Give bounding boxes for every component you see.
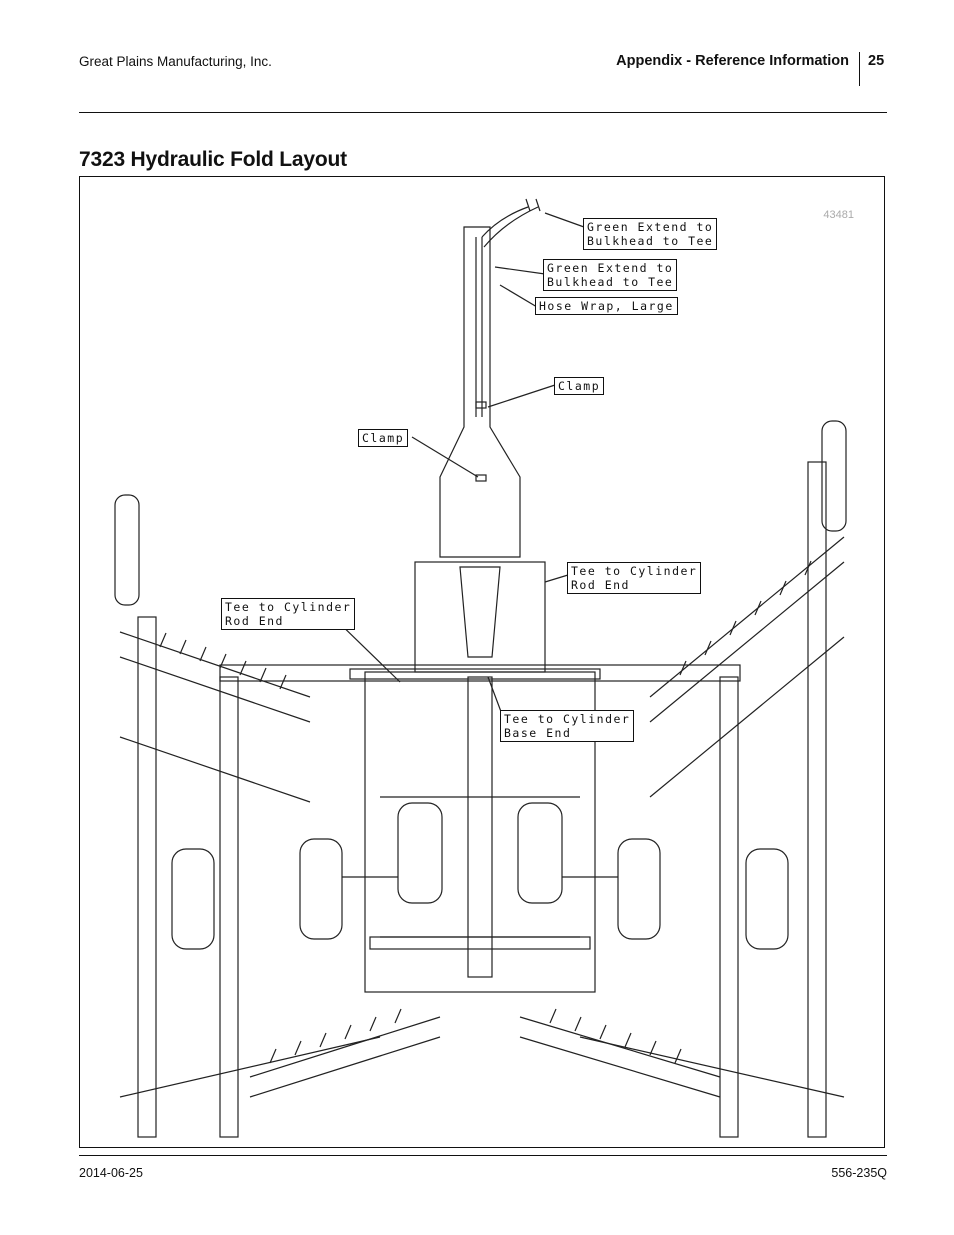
header-rule <box>79 112 887 113</box>
footer-date: 2014-06-25 <box>79 1166 143 1180</box>
callout-tee-rod-end-left: Tee to Cylinder Rod End <box>221 598 356 630</box>
diagram-frame: 43481 Green Extend to Bulkhead to Tee Gr… <box>79 176 885 1148</box>
callout-tee-base-end: Tee to Cylinder Base End <box>500 710 635 742</box>
footer-doc-number: 556-235Q <box>831 1166 887 1180</box>
footer-rule <box>79 1155 887 1156</box>
callout-clamp-lower: Clamp <box>358 429 409 447</box>
callout-green-extend-top: Green Extend to Bulkhead to Tee <box>583 218 718 250</box>
callout-tee-rod-end-right: Tee to Cylinder Rod End <box>567 562 702 594</box>
page-number: 25 <box>868 53 885 69</box>
hydraulic-fold-drawing <box>114 198 847 1138</box>
page-title: 7323 Hydraulic Fold Layout <box>79 148 347 171</box>
company-name: Great Plains Manufacturing, Inc. <box>79 54 272 69</box>
callout-hose-wrap: Hose Wrap, Large <box>535 297 678 315</box>
figure-id: 43481 <box>823 209 854 221</box>
section-title: Appendix - Reference Information <box>616 53 849 69</box>
header-separator <box>859 52 860 86</box>
callout-green-extend-lower: Green Extend to Bulkhead to Tee <box>543 259 678 291</box>
callout-clamp-upper: Clamp <box>554 377 605 395</box>
